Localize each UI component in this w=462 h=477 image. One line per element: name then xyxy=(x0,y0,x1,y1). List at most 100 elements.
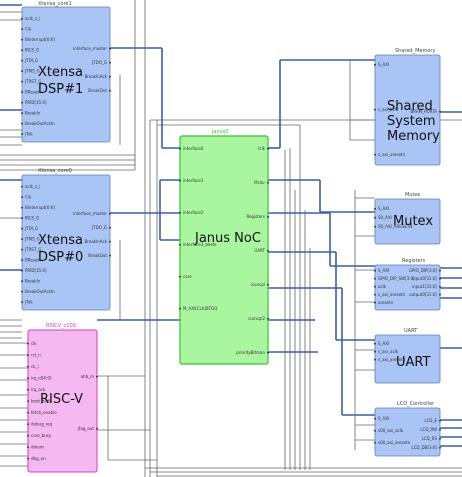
pin-label: BRAM_PORTA xyxy=(411,109,438,114)
pin-label: JTMS_G xyxy=(24,237,40,242)
pin-dot xyxy=(374,358,376,361)
pin-dot xyxy=(374,108,376,111)
pin-label: rst_n xyxy=(31,353,41,358)
pin-dot xyxy=(21,280,23,283)
pin-label: BreakOutAckIn xyxy=(25,121,55,126)
block-title: Xtensa_core1 xyxy=(38,1,72,7)
pin-dot xyxy=(21,70,23,73)
pin-label: aresetn xyxy=(378,300,394,305)
pin-label: jtag_out xyxy=(77,426,95,431)
pin-dot xyxy=(374,216,376,219)
pin-dot xyxy=(21,133,23,136)
pin-label: ahb_m xyxy=(81,374,95,379)
pin-label: Mclor xyxy=(254,180,265,185)
pin-label: S_AXI xyxy=(378,268,389,273)
pin-label: interface3_beets xyxy=(183,242,217,247)
xtensa-dsp1-block[interactable]: Xtensa_core1 Xtensa DSP#1 aclk_s_iClkBIn… xyxy=(21,1,111,143)
pin-dot xyxy=(27,434,29,437)
pin-label: s_axi_aclk xyxy=(378,349,399,354)
pin-dot xyxy=(439,446,441,449)
pin-label: S_AXI xyxy=(378,62,389,67)
pin-dot xyxy=(374,63,376,66)
pin-label: input0[31:0] xyxy=(412,276,437,281)
pin-label: BInterrupt[0:6] xyxy=(25,37,55,42)
pin-dot xyxy=(27,388,29,391)
pin-dot xyxy=(21,28,23,31)
pin-label: Iclk xyxy=(258,146,265,151)
pin-label: JTDO_G xyxy=(91,225,107,230)
pin-dot xyxy=(21,59,23,62)
pin-label: PRID[15:0] xyxy=(25,268,47,273)
pin-label: BreakOut xyxy=(88,253,107,258)
pin-dot xyxy=(21,217,23,220)
pin-dot xyxy=(267,351,269,354)
pin-label: iconcpl2 xyxy=(248,316,265,321)
pin-label: priorityBitman xyxy=(236,350,265,355)
riscv-block[interactable]: RISCV_c100 RISC-V clkrst_nck_iirq_id[4:0… xyxy=(27,323,98,473)
pin-labels: aclk_s_iClkBInterrupt[0:6]IRCS_GJTDI_GJT… xyxy=(21,16,111,137)
block-body xyxy=(374,407,441,457)
pin-label: Registers xyxy=(246,214,265,219)
pin-dot xyxy=(27,354,29,357)
pin-label: dbg_on xyxy=(31,456,46,461)
janus-noc-block[interactable]: janus0 Janus NoC interface0interface1int… xyxy=(179,129,269,365)
lcd-controller-block[interactable]: LCD_Controller S_AXIs00_axi_aclks00_axi_… xyxy=(374,401,441,457)
block-label-line-1: Xtensa xyxy=(38,65,83,80)
pin-dot xyxy=(21,112,23,115)
pin-dot xyxy=(374,293,376,296)
pin-label: IRCS_G xyxy=(25,216,39,221)
pin-dot xyxy=(21,290,23,293)
pin-dot xyxy=(27,446,29,449)
pin-dot xyxy=(374,429,376,432)
pin-dot xyxy=(21,269,23,272)
pin-label: BReset xyxy=(25,258,39,263)
pin-label: GPIO_DIP_SW[3:0] xyxy=(378,276,415,281)
pin-label: interface_master xyxy=(73,46,107,51)
pin-dot xyxy=(27,342,29,345)
pin-labels: S_AXIGPIO_DIP_SW[3:0]aclks_axi_aresetnar… xyxy=(374,268,441,305)
pin-dot xyxy=(374,269,376,272)
pin-label: IRCS_G xyxy=(25,48,39,53)
pin-dot xyxy=(179,243,181,246)
pin-label: UART xyxy=(254,248,265,253)
pin-label: irq_id[4:0] xyxy=(31,376,52,381)
pin-label: interface1 xyxy=(183,178,204,183)
pin-dot xyxy=(179,211,181,214)
registers-block[interactable]: Registers S_AXIGPIO_DIP_SW[3:0]aclks_axi… xyxy=(374,258,441,311)
pin-label: S_AXI xyxy=(378,341,389,346)
pin-dot xyxy=(109,61,111,64)
shared-memory-block[interactable]: Shared_Memory Shared System Memory S_AXI… xyxy=(374,48,441,166)
block-body xyxy=(374,198,441,245)
xtensa-dsp0-block[interactable]: Xtensa_core0 Xtensa DSP#0 aclk_s_iClkBIn… xyxy=(21,168,111,311)
block-label: Janus NoC xyxy=(194,231,261,246)
pin-dot xyxy=(374,301,376,304)
pin-label: Clk xyxy=(25,27,32,32)
pin-label: LCD_DB[3:0] xyxy=(412,445,438,450)
pin-dot xyxy=(21,101,23,104)
pin-label: interface2 xyxy=(183,210,204,215)
block-label-line-2: System xyxy=(387,114,435,129)
pin-label: JTek xyxy=(24,300,33,305)
pin-label: BReset xyxy=(25,90,39,95)
pin-label: dmem xyxy=(31,445,44,450)
pin-dot xyxy=(27,457,29,460)
pin-label: s_axi_aclk xyxy=(378,107,399,112)
pin-dot xyxy=(109,226,111,229)
pin-label: JTRST_G xyxy=(24,247,41,252)
pin-dot xyxy=(27,377,29,380)
pin-label: BreakIn xyxy=(25,279,41,284)
pin-label: s00_axi_aclk xyxy=(378,428,404,433)
pin-dot xyxy=(439,419,441,422)
pin-dot xyxy=(21,38,23,41)
pin-labels: aclk_s_iClkBInterrupt[0:6]IRCS_GJTDI_GJT… xyxy=(21,184,111,305)
pin-dot xyxy=(179,307,181,310)
pin-dot xyxy=(21,248,23,251)
pin-label: JTDO_G xyxy=(91,60,107,65)
pin-dot xyxy=(179,179,181,182)
block-title: LCD_Controller xyxy=(397,401,435,407)
pin-dot xyxy=(439,437,441,440)
pin-label: irq_ack xyxy=(31,387,46,392)
